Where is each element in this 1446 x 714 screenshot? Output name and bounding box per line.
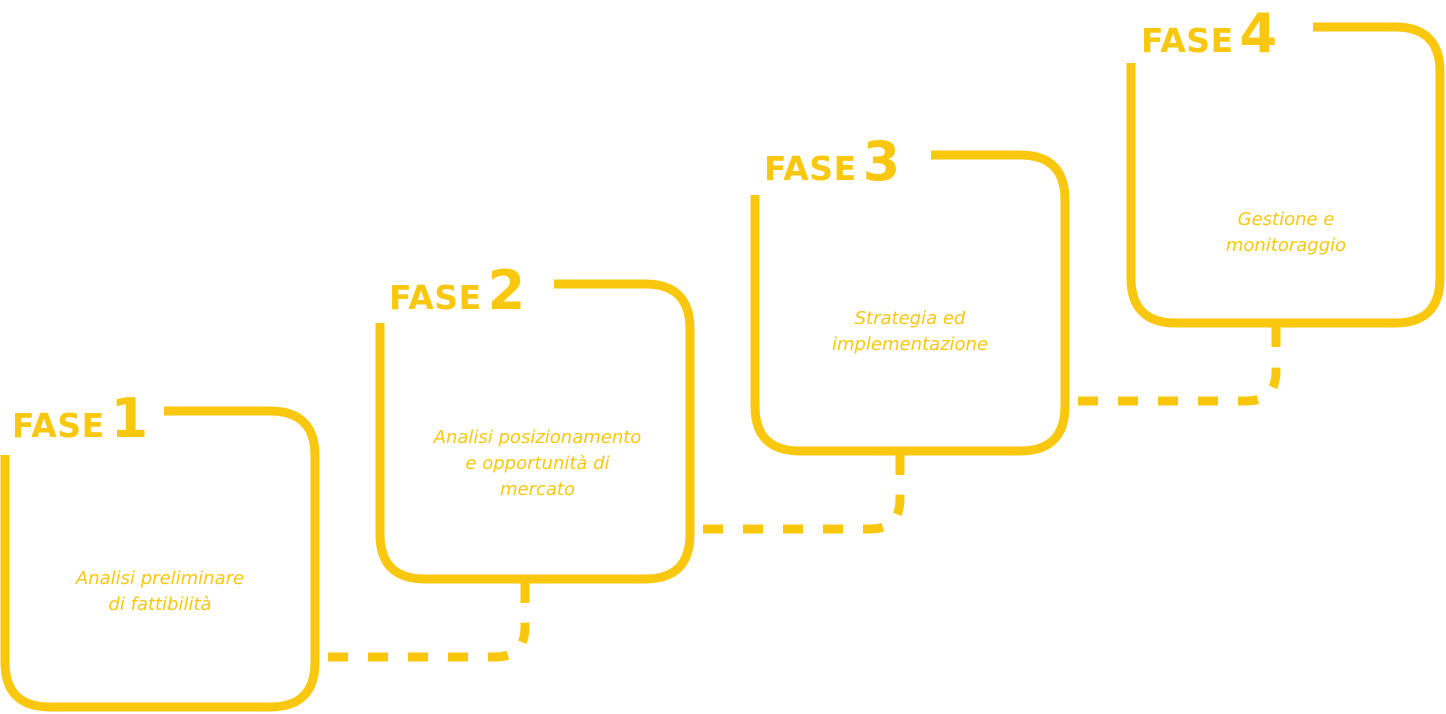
phase-1-box-outline [0,406,320,712]
phase-4-description: Gestione e monitoraggio [1225,209,1347,256]
phase-4-box-outline [1126,22,1445,328]
connector-2-3-dashed [703,479,905,534]
connector-1-2-dashed [328,607,530,662]
phase-1-description: Analisi preliminare di fattibilità [75,568,245,615]
phase-2-word: FASE [389,278,482,317]
phase-2-box-outline [375,279,695,584]
phase-3-box-outline [750,150,1070,456]
phase-4-word: FASE [1141,21,1234,60]
phase-3-number: 3 [862,130,901,193]
phase-2-description: Analisi posizionamento e opportunità di … [433,427,642,500]
phase-3-word: FASE [764,149,857,188]
phase-1-number: 1 [110,387,149,450]
phase-4-number: 4 [1239,2,1278,65]
phase-3-description: Strategia ed implementazione [831,308,989,355]
phase-2-number: 2 [487,259,526,322]
connector-3-4-dashed [1078,351,1281,406]
phase-1-word: FASE [12,406,105,445]
